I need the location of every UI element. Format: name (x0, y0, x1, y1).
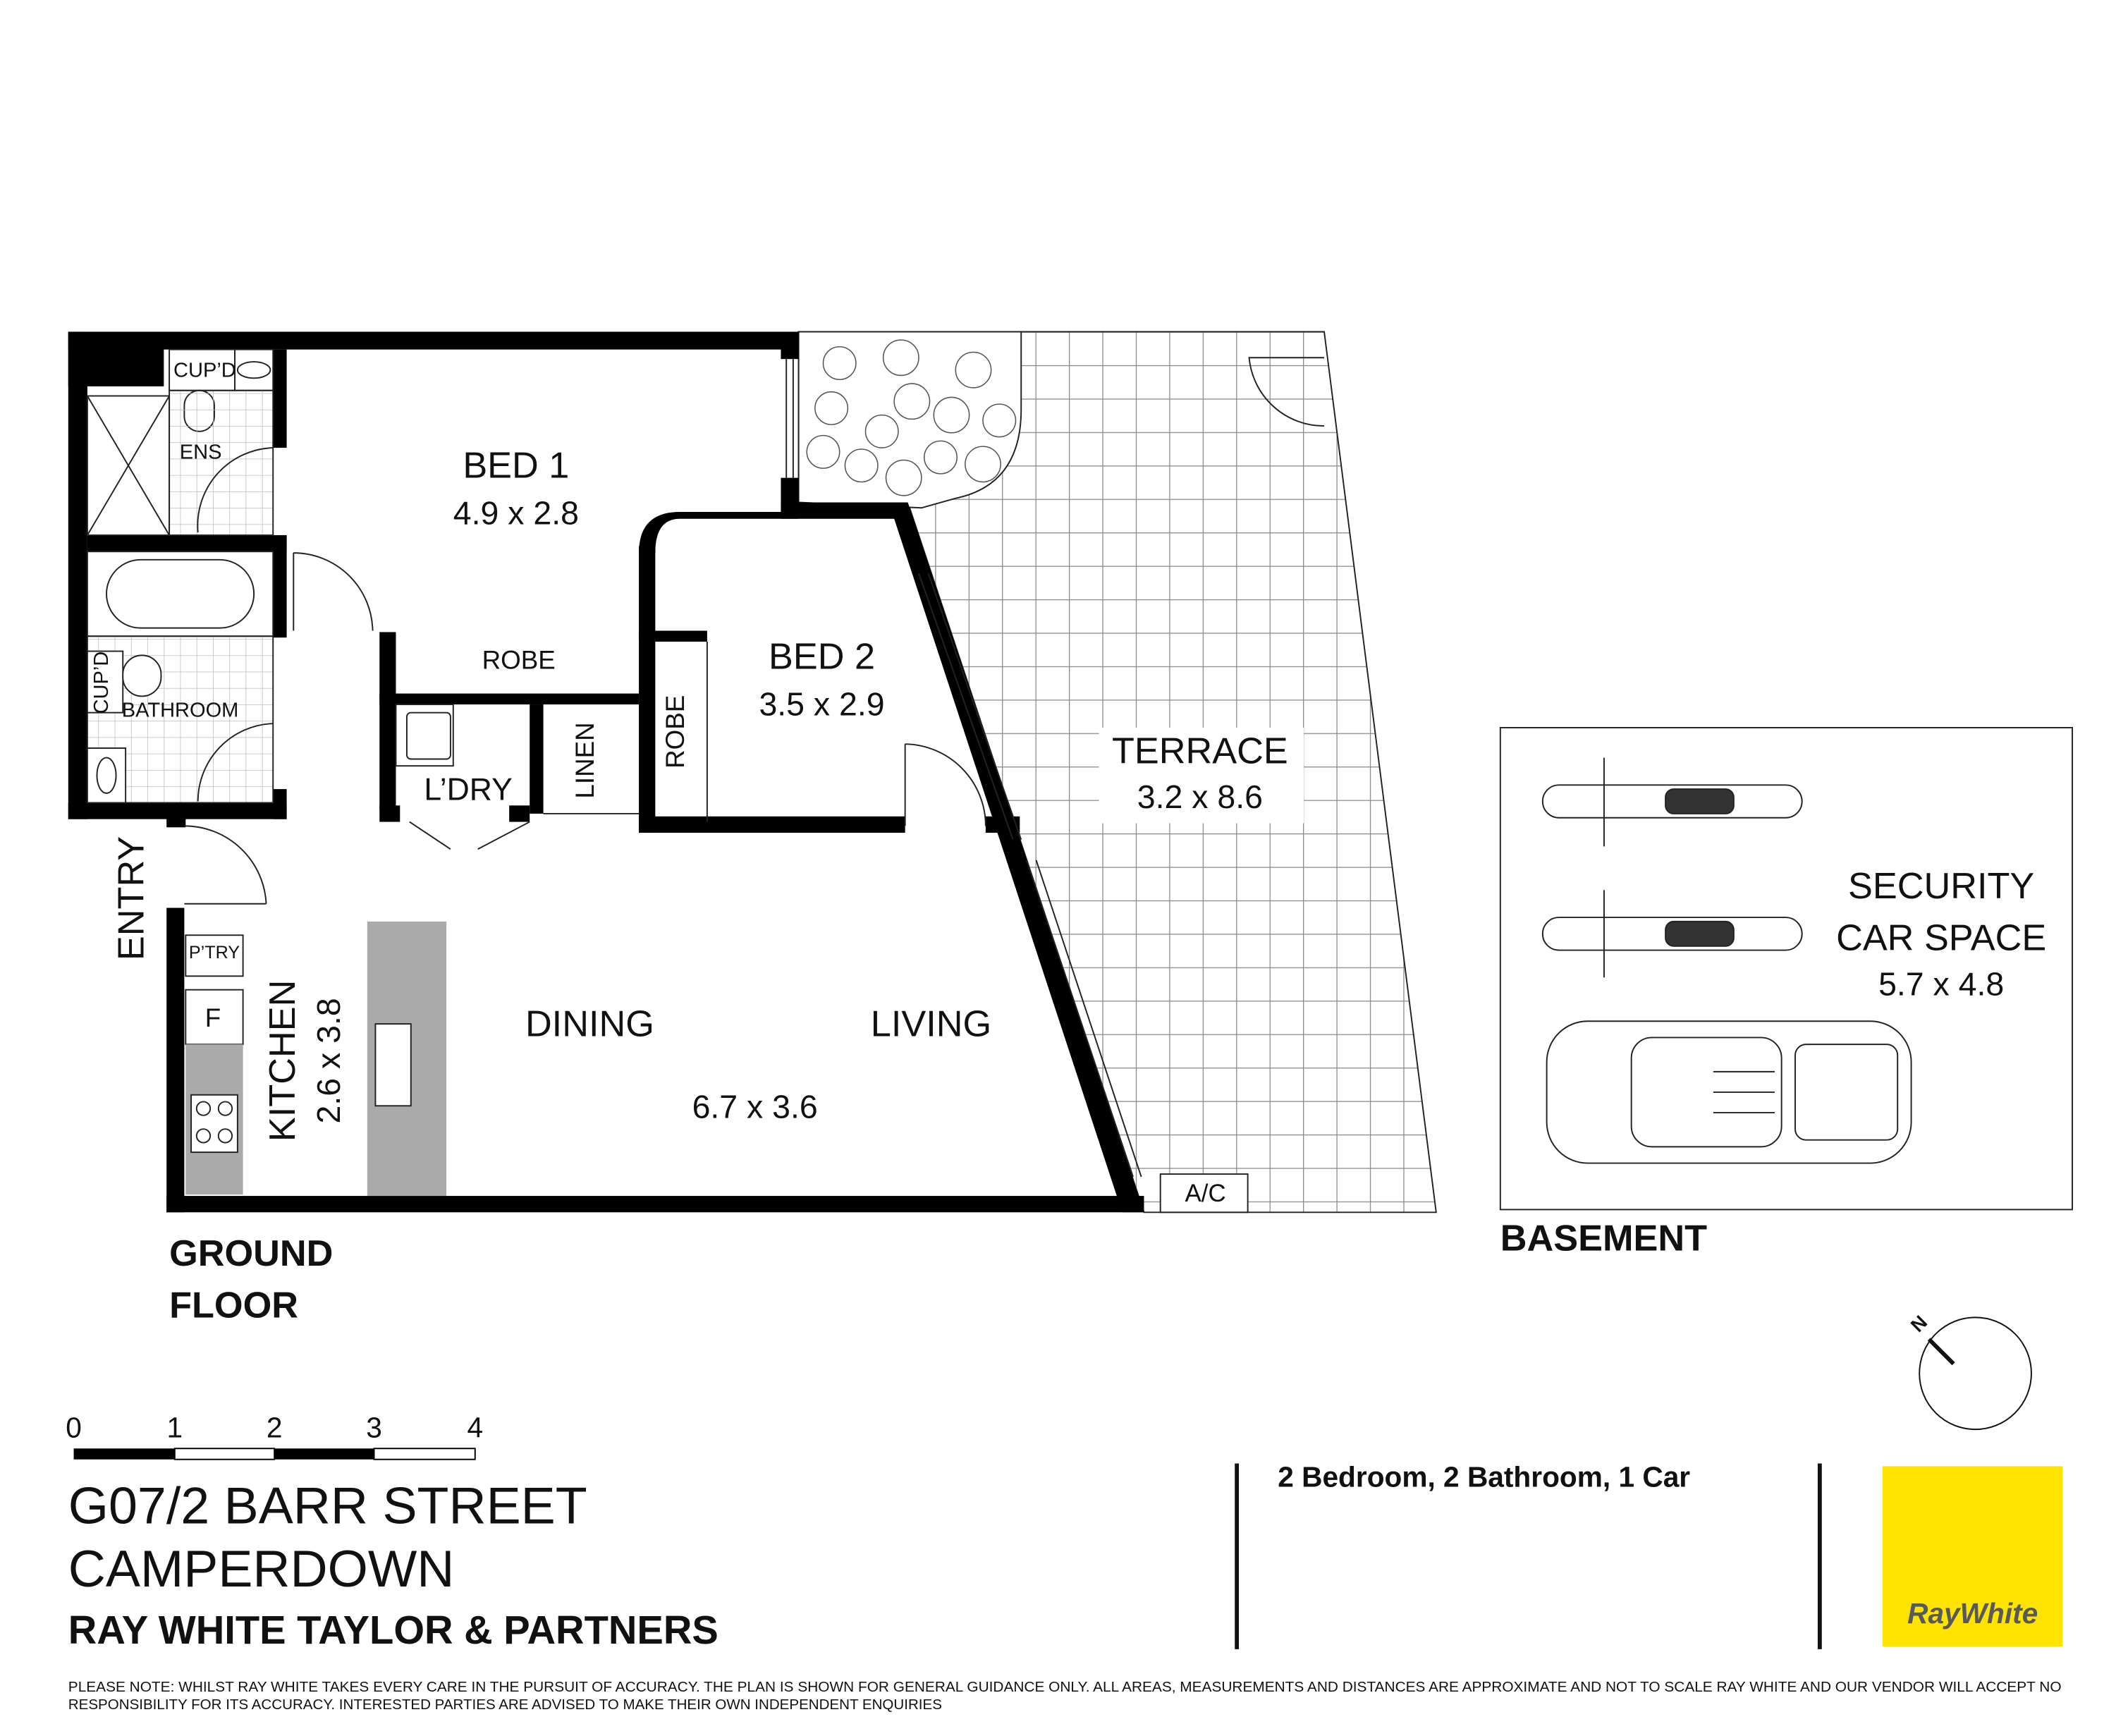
ray-white-logo-text: RayWhite (1907, 1597, 2038, 1630)
ac-label: A/C (1185, 1180, 1226, 1207)
living-label: LIVING (871, 1004, 991, 1045)
sliding-doors (785, 359, 1142, 1178)
ray-white-logo (1882, 1466, 2063, 1646)
basement-label: BASEMENT (1500, 1218, 1707, 1259)
living-size: 6.7 x 3.6 (692, 1089, 818, 1125)
scale-bar: 0 1 2 3 4 (66, 1412, 483, 1460)
north-label: N (1906, 1311, 1931, 1336)
property-summary: 2 Bedroom, 2 Bathroom, 1 Car (1278, 1460, 1690, 1493)
terrace-label: TERRACE (1112, 731, 1288, 771)
car-space-label-2: CAR SPACE (1836, 918, 2046, 959)
address-line-1: G07/2 BARR STREET (68, 1477, 587, 1535)
scale-tick-4: 4 (467, 1412, 483, 1444)
ens-cupboard-label: CUP’D (173, 359, 236, 381)
scale-tick-2: 2 (267, 1412, 283, 1444)
agency-name: RAY WHITE TAYLOR & PARTNERS (68, 1608, 718, 1652)
footer: G07/2 BARR STREET CAMPERDOWN RAY WHITE T… (68, 1460, 2063, 1713)
bathroom-label: BATHROOM (122, 699, 239, 721)
room-labels: CUP’D ENS BED 1 4.9 x 2.8 ROBE BED 2 3.5… (90, 359, 1288, 1326)
scale-tick-0: 0 (66, 1412, 82, 1444)
scale-tick-1: 1 (167, 1412, 183, 1444)
entry-label: ENTRY (111, 836, 152, 960)
planter-trees-icon (806, 339, 1017, 496)
terrace-size: 3.2 x 8.6 (1137, 778, 1263, 815)
laundry-label: L’DRY (424, 773, 512, 807)
bed1-robe-label: ROBE (482, 646, 556, 675)
disclaimer-line-1: PLEASE NOTE: WHILST RAY WHITE TAKES EVER… (68, 1680, 2062, 1695)
disclaimer-line-2: RESPONSIBILITY FOR ITS ACCURACY. INTERES… (68, 1697, 942, 1713)
car-icon (1546, 1020, 1912, 1164)
bed2-size: 3.5 x 2.9 (759, 686, 884, 723)
motorcycle-icon (1541, 757, 1803, 847)
linen-label: LINEN (570, 722, 599, 798)
kitchen-size: 2.6 x 3.8 (310, 998, 347, 1123)
fixtures (86, 348, 986, 1197)
basement-plan: SECURITY CAR SPACE 5.7 x 4.8 BASEMENT (1499, 726, 2074, 1259)
pantry-label: P’TRY (189, 943, 240, 962)
motorcycle-icon (1541, 890, 1803, 978)
fridge-label: F (205, 1003, 221, 1032)
walls (68, 331, 1144, 1213)
bed1-size: 4.9 x 2.8 (453, 494, 579, 531)
ground-floor-label-2: FLOOR (169, 1285, 298, 1326)
terrace-area (797, 331, 1437, 1214)
address-line-2: CAMPERDOWN (68, 1539, 455, 1598)
bed2-robe-label: ROBE (661, 695, 690, 769)
ens-label: ENS (180, 441, 222, 464)
terrace-door-swing (1248, 357, 1325, 427)
ac-unit (1159, 1173, 1249, 1214)
car-space-size: 5.7 x 4.8 (1878, 965, 2004, 1002)
bed1-label: BED 1 (463, 446, 569, 487)
scale-tick-3: 3 (366, 1412, 382, 1444)
car-space-label-1: SECURITY (1848, 866, 2034, 907)
ground-floor-label-1: GROUND (169, 1233, 333, 1274)
kitchen-label: KITCHEN (262, 980, 303, 1142)
bath-cupboard-label: CUP’D (90, 652, 113, 714)
north-compass-icon: N (1906, 1311, 2032, 1431)
bed2-label: BED 2 (769, 637, 875, 678)
dining-label: DINING (525, 1004, 654, 1045)
